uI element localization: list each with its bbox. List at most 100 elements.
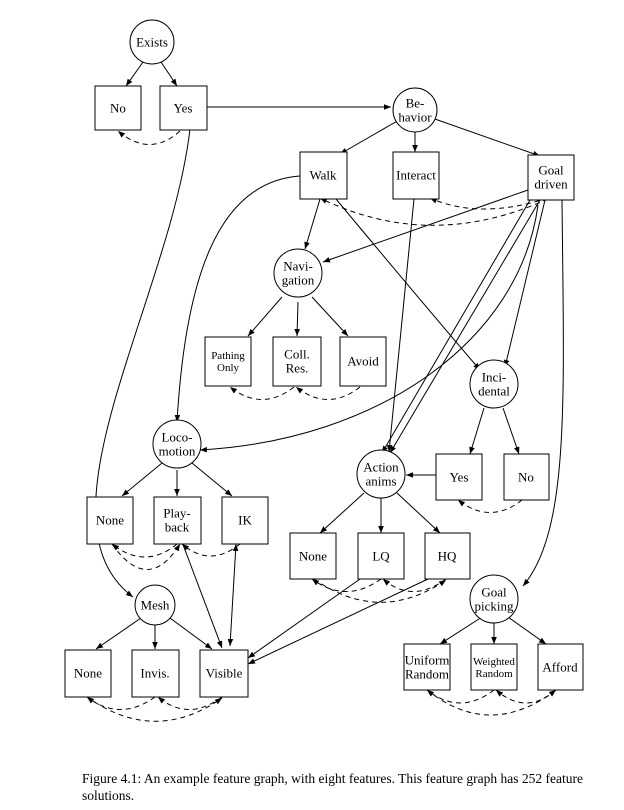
label-line: Only bbox=[217, 362, 240, 374]
behavior-node bbox=[392, 87, 438, 133]
playback-box bbox=[153, 496, 202, 545]
action-anims-node bbox=[356, 449, 406, 499]
exists-no-box bbox=[94, 85, 142, 131]
edge-lq-visible bbox=[247, 578, 361, 659]
edge-walk-locomotion bbox=[174, 175, 301, 423]
incidental-node bbox=[469, 359, 519, 409]
dash-goal-walk bbox=[319, 197, 549, 226]
goal-driven-box bbox=[527, 154, 575, 201]
label-line: HQ bbox=[438, 549, 457, 564]
label-line: Mesh bbox=[141, 598, 170, 613]
edge-goal-action-1 bbox=[381, 199, 531, 454]
label-line: Exists bbox=[136, 35, 168, 50]
afford-box bbox=[537, 643, 584, 691]
label-line: Visible bbox=[206, 666, 243, 681]
exists-no-label: No bbox=[110, 101, 126, 116]
exists-yes-box bbox=[159, 85, 208, 131]
playback-label: Play-back bbox=[163, 506, 190, 535]
edge-incidental-no bbox=[502, 407, 520, 455]
edge-goal-locomotion bbox=[199, 204, 539, 453]
label-line: Yes bbox=[450, 470, 469, 485]
edge-navigation-avoid bbox=[311, 296, 349, 337]
dash-ik-playback bbox=[181, 543, 241, 557]
dash-yes-no bbox=[117, 130, 181, 145]
label-line: Res. bbox=[286, 361, 309, 376]
exists-label: Exists bbox=[136, 35, 168, 50]
label-line: Goal bbox=[481, 585, 507, 600]
coll-res-label: Coll.Res. bbox=[284, 347, 310, 376]
edge-walk-navigation bbox=[304, 198, 321, 250]
avoid-box bbox=[339, 336, 387, 387]
edge-incidental-yes bbox=[469, 407, 485, 455]
label-line: driven bbox=[534, 177, 568, 192]
incidental-no-box bbox=[503, 453, 550, 501]
label-line: picking bbox=[475, 599, 514, 614]
label-line: Coll. bbox=[284, 347, 310, 362]
edge-navigation-pathing bbox=[247, 296, 283, 337]
label-line: Inci- bbox=[482, 370, 507, 385]
edge-interact-action bbox=[386, 198, 415, 453]
behavior-label: Be-havior bbox=[398, 96, 432, 125]
hq-label: HQ bbox=[438, 549, 457, 564]
node-labels: Exists No Yes Be-havior Walk Interact Go… bbox=[74, 35, 578, 682]
uniform-random-box bbox=[403, 643, 451, 691]
edge-behavior-walk bbox=[339, 119, 400, 155]
walk-box bbox=[299, 151, 348, 200]
mesh-node bbox=[134, 584, 176, 626]
mesh-none-box bbox=[64, 649, 112, 698]
dash-collres-pathing bbox=[229, 386, 295, 400]
edge-action-hq bbox=[396, 492, 441, 534]
weighted-random-box bbox=[470, 643, 518, 691]
label-line: Loco- bbox=[161, 430, 192, 445]
avoid-label: Avoid bbox=[347, 354, 379, 369]
navigation-node bbox=[273, 248, 323, 298]
label-line: Play- bbox=[163, 506, 190, 521]
ik-box bbox=[221, 496, 269, 545]
label-line: No bbox=[110, 101, 126, 116]
navigation-label: Navi-gation bbox=[282, 259, 315, 288]
label-line: LQ bbox=[372, 549, 390, 564]
label-line: Be- bbox=[406, 96, 425, 111]
dash-lq-none bbox=[311, 578, 382, 592]
edge-goal-navigation bbox=[322, 189, 529, 263]
mesh-label: Mesh bbox=[141, 598, 170, 613]
edge-navigation-collres bbox=[294, 301, 301, 337]
label-line: Random bbox=[405, 667, 449, 682]
label-line: Walk bbox=[309, 168, 337, 183]
interact-label: Interact bbox=[396, 168, 436, 183]
feature-graph: Exists No Yes Be-havior Walk Interact Go… bbox=[64, 19, 584, 722]
lq-box bbox=[357, 532, 405, 580]
locomotion-node bbox=[152, 419, 202, 469]
dash-none-visible bbox=[86, 696, 223, 722]
label-line: None bbox=[74, 666, 102, 681]
incidental-yes-label: Yes bbox=[450, 470, 469, 485]
hq-box bbox=[424, 532, 471, 580]
label-line: Random bbox=[475, 668, 513, 680]
label-line: motion bbox=[159, 444, 196, 459]
edge-goalpicking-uniform bbox=[439, 616, 483, 645]
label-line: Weighted bbox=[473, 656, 515, 668]
label-line: IK bbox=[238, 513, 252, 528]
feature-nodes bbox=[129, 19, 519, 626]
edge-yes-mesh bbox=[95, 128, 191, 598]
dashed-edges bbox=[86, 130, 557, 722]
label-line: Invis. bbox=[140, 666, 169, 681]
edge-goal-action-2 bbox=[389, 199, 541, 454]
label-line: Pathing bbox=[211, 350, 245, 362]
edge-goal-goalpicking bbox=[522, 199, 564, 587]
edge-ik-visible bbox=[227, 543, 239, 647]
dash-uniform-afford bbox=[426, 689, 557, 716]
anim-none-box bbox=[289, 532, 337, 580]
dash-none-playback bbox=[111, 543, 181, 570]
locomotion-label: Loco-motion bbox=[159, 430, 196, 459]
figure-caption: Figure 4.1: An example feature graph, wi… bbox=[82, 771, 583, 803]
label-line: havior bbox=[398, 110, 432, 125]
exists-node bbox=[129, 19, 175, 65]
label-line: Uniform bbox=[405, 653, 450, 668]
